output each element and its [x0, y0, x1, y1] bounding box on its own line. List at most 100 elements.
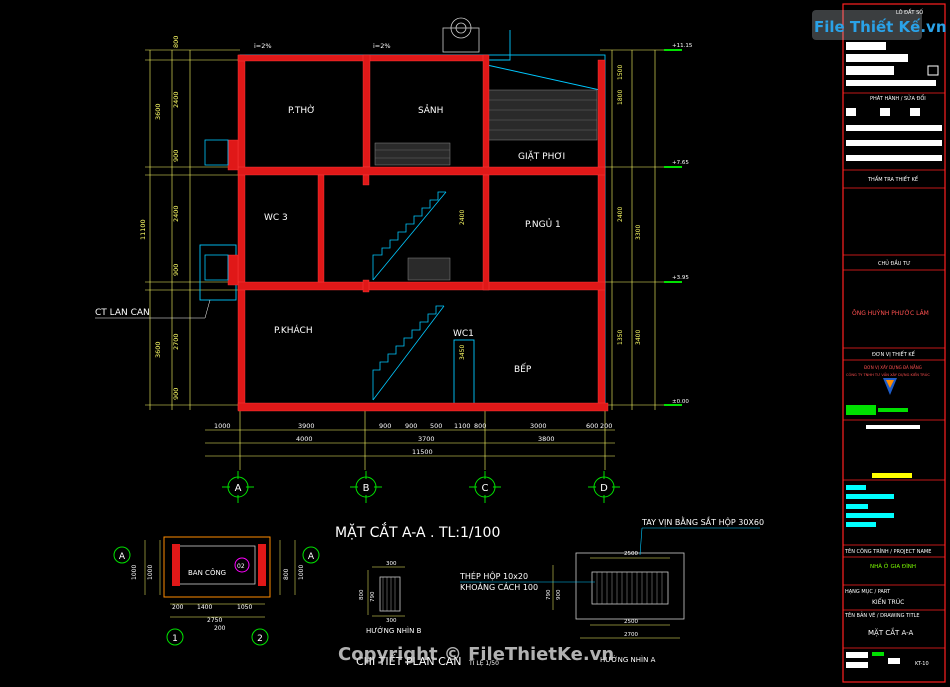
axis-a: A: [235, 483, 242, 494]
view-b-dim-3: 790: [370, 591, 376, 602]
level-3-95: +3.95: [672, 275, 689, 281]
balcony-axis-1: 1: [172, 634, 178, 644]
right-dim-11: 3400: [635, 330, 642, 345]
left-dim-8: 2400: [172, 205, 180, 222]
balcony-dim-right-0: 800: [283, 568, 290, 580]
view-a: 2500 2500 2700 790 900 HƯỚNG NHÌN A TAY …: [459, 515, 764, 664]
room-giat-phoi: GIẶT PHƠI: [518, 150, 565, 162]
left-dim-12: 2700: [172, 333, 180, 350]
balcony-dim-left-1: 1000: [147, 565, 154, 580]
room-khach: P.KHÁCH: [274, 324, 313, 336]
note-thep-2: KHOẢNG CÁCH 100: [460, 581, 538, 592]
balcony-dim-total: 2750: [207, 617, 222, 624]
dim-row1-0: 1000: [214, 422, 231, 430]
view-a-title: HƯỚNG NHÌN A: [600, 655, 656, 664]
tb-sheet: KT-10: [915, 661, 929, 667]
balcony-dim-bottom-0: 1400: [197, 604, 212, 611]
balcony-dim-left-0: 1000: [131, 565, 138, 580]
level-7-65: +7.65: [672, 160, 689, 166]
left-dim-9: 900: [172, 264, 180, 276]
left-dim-5: 900: [172, 150, 180, 162]
tb-drawing: MẶT CẮT A-A: [868, 627, 914, 637]
dim-row1-4: 500: [430, 422, 442, 430]
axis-bubbles: A B C D: [222, 471, 620, 503]
balcony-label: BAN CÔNG: [188, 568, 226, 577]
view-b-title: HƯỚNG NHÌN B: [366, 626, 422, 635]
dim-row1-1: 3900: [298, 422, 315, 430]
balcony-small-1: 200: [214, 625, 226, 632]
tb-owner: ÔNG HUỲNH PHƯỚC LÂM: [852, 310, 929, 317]
site-logo: File Thiết Kế.vn: [814, 17, 947, 36]
axis-c: C: [482, 483, 489, 494]
right-dim-7: 3300: [635, 225, 642, 240]
dim-row1-2: 900: [379, 422, 391, 430]
section-drawing: P.THỜ SẢNH GIẶT PHƠI WC 3 P.NGỦ 1 P.KHÁC…: [95, 17, 693, 541]
dim-row1-6: 800: [474, 422, 486, 430]
left-dim-4: 2400: [172, 91, 180, 108]
tb-header: LÔ ĐẤT SỐ: [896, 8, 923, 16]
view-a-dim-top: 2500: [624, 551, 638, 557]
dim-row1-7: 3000: [530, 422, 547, 430]
watermark: Copyright © FileThietKe.vn: [338, 644, 614, 665]
balcony-dim-right-1: 1000: [298, 565, 305, 580]
left-dim-1: 800: [172, 36, 180, 48]
view-b-dim-1: 800: [359, 589, 365, 600]
axis-d: D: [600, 483, 608, 494]
section-title: MẶT CẮT A-A . TL:1/100: [335, 522, 500, 541]
tb-company-1: ĐƠN VỊ XÂY DỰNG ĐÀ NẴNG: [864, 365, 922, 370]
tb-project-label: TÊN CÔNG TRÌNH / PROJECT NAME: [844, 547, 931, 555]
dim-row1-9: 200: [600, 422, 612, 430]
view-b-dim-5: 300: [386, 618, 397, 624]
view-a-dim-bottom-0: 2500: [624, 619, 638, 625]
slope-label-2: i=2%: [373, 42, 391, 50]
room-bep: BẾP: [514, 363, 532, 375]
wc-dim: 3450: [459, 345, 466, 360]
level-11-15: +11.15: [672, 43, 693, 49]
dim-row1-3: 900: [405, 422, 417, 430]
balcony-axis-2: 2: [257, 634, 263, 644]
balcony-plan: 02 BAN CÔNG 1000 1000 800 1000 1400 1050…: [113, 536, 320, 646]
level-0-00: ±0.00: [672, 399, 689, 405]
axis-b: B: [363, 483, 370, 494]
ct-lan-can-label: CT LAN CAN: [95, 308, 150, 318]
left-dim-total: 11100: [139, 219, 147, 240]
room-tho: P.THỜ: [288, 104, 315, 116]
dim-row2-0: 4000: [296, 435, 313, 443]
room-wc1: WC1: [453, 329, 474, 339]
view-b-dim-0: 300: [386, 561, 397, 567]
right-dim-3: 1800: [617, 90, 624, 105]
tb-part-label: HẠNG MỤC / PART: [845, 589, 891, 595]
balcony-axis-a-right: A: [308, 552, 315, 562]
left-dim-11: 3600: [154, 341, 162, 358]
balcony-small-0: 200: [172, 604, 184, 611]
slope-label-1: i=2%: [254, 42, 272, 50]
tb-drawing-label: TÊN BẢN VẼ / DRAWING TITLE: [844, 611, 920, 619]
tb-project: NHÀ Ở GIA ĐÌNH: [870, 562, 916, 570]
right-dim-4: 1500: [617, 65, 624, 80]
room-sanh: SẢNH: [418, 104, 443, 116]
left-dim-3: 3600: [154, 103, 162, 120]
right-dim-8: 2400: [617, 207, 624, 222]
note-thep-1: THÉP HỘP 10x20: [459, 570, 528, 581]
railing-title: CHI TIẾT PLAN CAN TỈ LỆ 1/50: [356, 654, 499, 668]
dim-row2-2: 3800: [538, 435, 555, 443]
dim-row1-8: 600: [586, 422, 598, 430]
left-dim-13: 900: [172, 388, 180, 400]
tb-don-vi: ĐƠN VỊ THIẾT KẾ: [872, 350, 916, 358]
balcony-dim-bottom-1: 1050: [237, 604, 252, 611]
title-block: File Thiết Kế.vn LÔ ĐẤT SỐ PHÁT HÀNH / S…: [812, 3, 947, 683]
dim-row1-5: 1100: [454, 422, 471, 430]
balcony-axis-a-left: A: [119, 552, 126, 562]
right-dim-12: 1350: [617, 330, 624, 345]
balcony-tag: 02: [237, 563, 245, 570]
mid-dim-1: 2400: [459, 210, 466, 225]
tb-chu-dau-tu: CHỦ ĐẦU TƯ: [878, 259, 910, 267]
company-logo: [883, 378, 897, 395]
view-a-side-2: 900: [556, 589, 562, 600]
room-wc3: WC 3: [264, 213, 288, 223]
dim-row2-1: 3700: [418, 435, 435, 443]
room-ngu1: P.NGỦ 1: [525, 218, 561, 230]
tb-company-2: CÔNG TY TNHH TƯ VẤN XÂY DỰNG KIẾN TRÚC: [846, 371, 930, 377]
tb-part: KIẾN TRÚC: [872, 598, 904, 606]
